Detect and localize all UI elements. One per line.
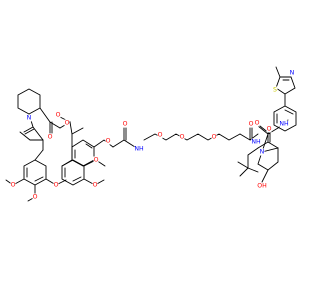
o-peg-1-label-bg (157, 131, 163, 139)
o-methoxy-4-label-bg (93, 156, 99, 164)
o-pipecolate-carbonyl-label: O (48, 134, 53, 141)
o-methoxy-1-label-bg (10, 181, 16, 189)
o-methoxy-3-label-bg (53, 181, 59, 189)
pipecolate-carbonyl (49, 121, 53, 134)
o-acetamide-2-label-bg (248, 120, 254, 128)
n-piperidine-label-bg (26, 114, 32, 122)
pyrrolidine-ring (257, 147, 279, 171)
o-ester-label: O (65, 120, 70, 127)
o-tle-carbonyl-label-bg (266, 125, 272, 133)
s-thiazole-label-bg (272, 86, 278, 94)
nh-amide-1-label-bg (134, 145, 144, 153)
acetamide-1 (112, 127, 136, 148)
o-stereo-ester-carbonyl-label-bg (55, 111, 61, 119)
nh-benzylamide-label: NH (279, 121, 289, 128)
n-pyrrolidine-label: N (260, 149, 265, 156)
o-ester-label-bg (64, 119, 70, 127)
acyl-carbonyl (23, 126, 35, 135)
s-thiazole-label: S (273, 87, 277, 94)
o-methoxy-2-label: O (33, 194, 38, 201)
o-acetamide-1-label: O (123, 121, 128, 128)
o-methoxy-5-label: O (93, 182, 98, 189)
o-peg-1-label: O (158, 132, 163, 139)
o-peg-3-label: O (212, 134, 217, 141)
thiazole-ring (275, 76, 296, 95)
ethyl-branch (19, 131, 44, 141)
o-methoxy-1-label: O (11, 182, 16, 189)
o-stereo-ester-carbonyl-label: O (56, 112, 61, 119)
nh-amide-1-label: NH (134, 146, 144, 153)
o-prolinamide-label: O (255, 120, 260, 127)
o-prolinamide-label-bg (254, 119, 260, 127)
n-thiazole-label: N (290, 70, 295, 77)
o-peg-3-label-bg (211, 133, 217, 141)
nh-benzylamide-label-bg (279, 120, 289, 128)
dimethoxyphenyl-ring (61, 159, 85, 186)
trimethoxyphenyl-ring (23, 159, 47, 186)
o-ether-aryl-label: O (106, 138, 111, 145)
aryl-ring (71, 139, 95, 167)
n-piperidine-label: N (27, 115, 32, 122)
o-ether-aryl-label-bg (105, 137, 111, 145)
thiazole-methyl (275, 66, 281, 78)
o-peg-2-label-bg (179, 133, 185, 141)
o-acetamide-2-label: O (249, 121, 254, 128)
oh-hydroxyproline-label-bg (257, 182, 267, 190)
oh-hydroxyproline-label: OH (257, 183, 267, 190)
prolinamide (257, 119, 289, 153)
o-methoxy-5-label-bg (92, 181, 98, 189)
o-peg-2-label: O (180, 134, 185, 141)
hydroxy-bond (261, 169, 269, 183)
aryl-ether (93, 139, 114, 148)
n-pyrrolidine-label-bg (259, 148, 265, 156)
nh-amide-2-label-bg (251, 138, 261, 146)
o-methoxy-2-label-bg (32, 193, 38, 201)
o-acetamide-1-label-bg (122, 120, 128, 128)
o-pipecolate-carbonyl-label-bg (47, 133, 53, 141)
acetamide-2 (239, 127, 259, 141)
nh-amide-2-label: NH (251, 139, 261, 146)
o-tle-carbonyl-label: O (267, 126, 272, 133)
o-methoxy-3-label: O (54, 182, 59, 189)
piperidine-ring (17, 88, 41, 115)
tle-backbone (237, 147, 259, 177)
acyl-to-trimethoxyphenyl (34, 149, 44, 161)
o-methoxy-4-label: O (94, 157, 99, 164)
n-thiazole-label-bg (289, 69, 295, 77)
benzyl-ring (273, 105, 297, 132)
